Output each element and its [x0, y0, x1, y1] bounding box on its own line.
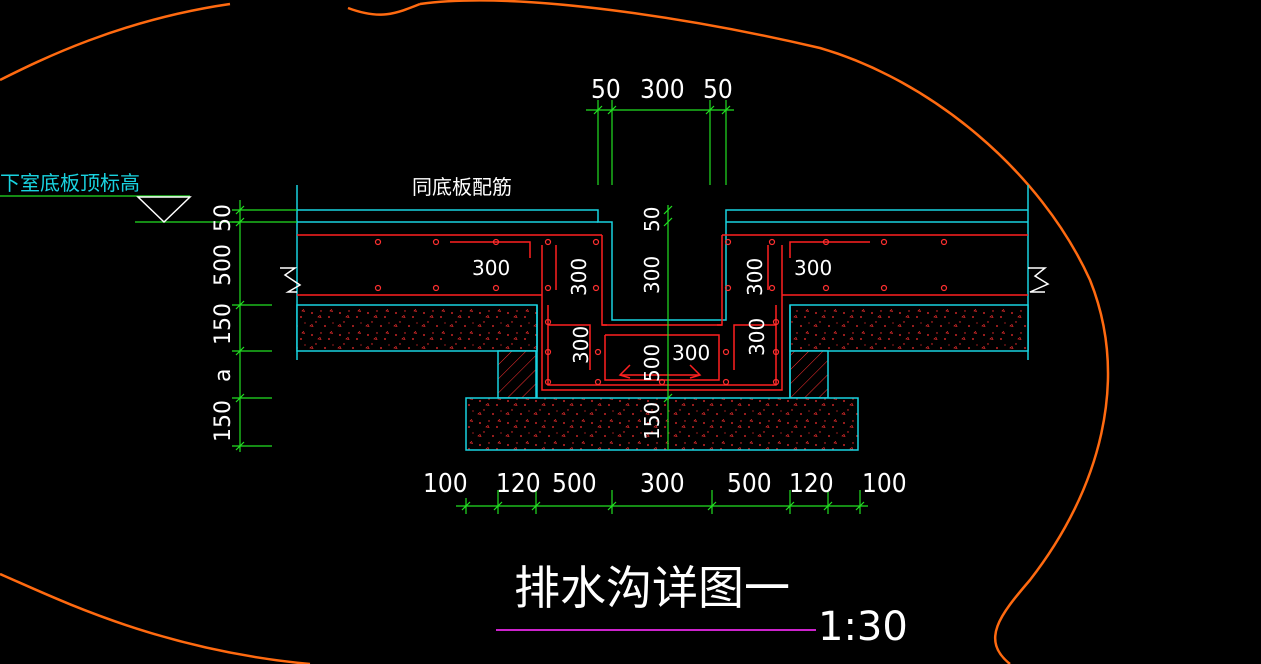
top-dim-3: 50 — [703, 75, 733, 105]
left-dim-3: 150 — [211, 303, 236, 345]
left-vertical-upper-label: 300 — [567, 258, 591, 296]
left-vertical-lower-label: 300 — [569, 326, 593, 364]
right-vertical-lower-label: 300 — [745, 318, 769, 356]
dimension-lines — [0, 100, 868, 514]
bottom-dim-3: 500 — [552, 469, 597, 499]
note-label: 同底板配筋 — [412, 175, 512, 199]
bottom-dim-2: 120 — [496, 469, 541, 499]
trench-depth-label: 500 — [640, 344, 664, 382]
left-dim-5: 150 — [211, 400, 236, 442]
top-dim-2: 300 — [640, 75, 685, 105]
rebar-layout — [297, 234, 1028, 391]
rebar-dots — [374, 238, 948, 386]
right-slab-label: 300 — [794, 256, 832, 280]
elevation-label: 下室底板顶标高 — [0, 171, 140, 195]
base-thickness-label: 150 — [640, 402, 664, 440]
break-lines — [280, 267, 1050, 293]
bottom-dim-5: 500 — [727, 469, 772, 499]
structure-outline — [296, 185, 1029, 451]
bottom-dim-7: 100 — [862, 469, 907, 499]
drawing-scale: 1:30 — [818, 604, 908, 650]
left-slab-label: 300 — [472, 256, 510, 280]
left-dim-1: 50 — [211, 204, 236, 232]
elevation-marker — [136, 196, 192, 224]
bottom-dim-1: 100 — [423, 469, 468, 499]
freehand-circle-mark — [0, 0, 1110, 664]
center-vertical-label: 300 — [640, 256, 664, 294]
left-dim-4: a — [211, 369, 236, 382]
right-vertical-upper-label: 300 — [743, 258, 767, 296]
bottom-dim-4: 300 — [640, 469, 685, 499]
trench-top-label: 50 — [640, 207, 664, 232]
top-dim-1: 50 — [591, 75, 621, 105]
drawing-title: 排水沟详图一 — [514, 561, 790, 615]
bottom-dim-6: 120 — [789, 469, 834, 499]
left-dim-2: 500 — [211, 244, 236, 286]
bottom-horizontal-label: 300 — [672, 341, 710, 365]
